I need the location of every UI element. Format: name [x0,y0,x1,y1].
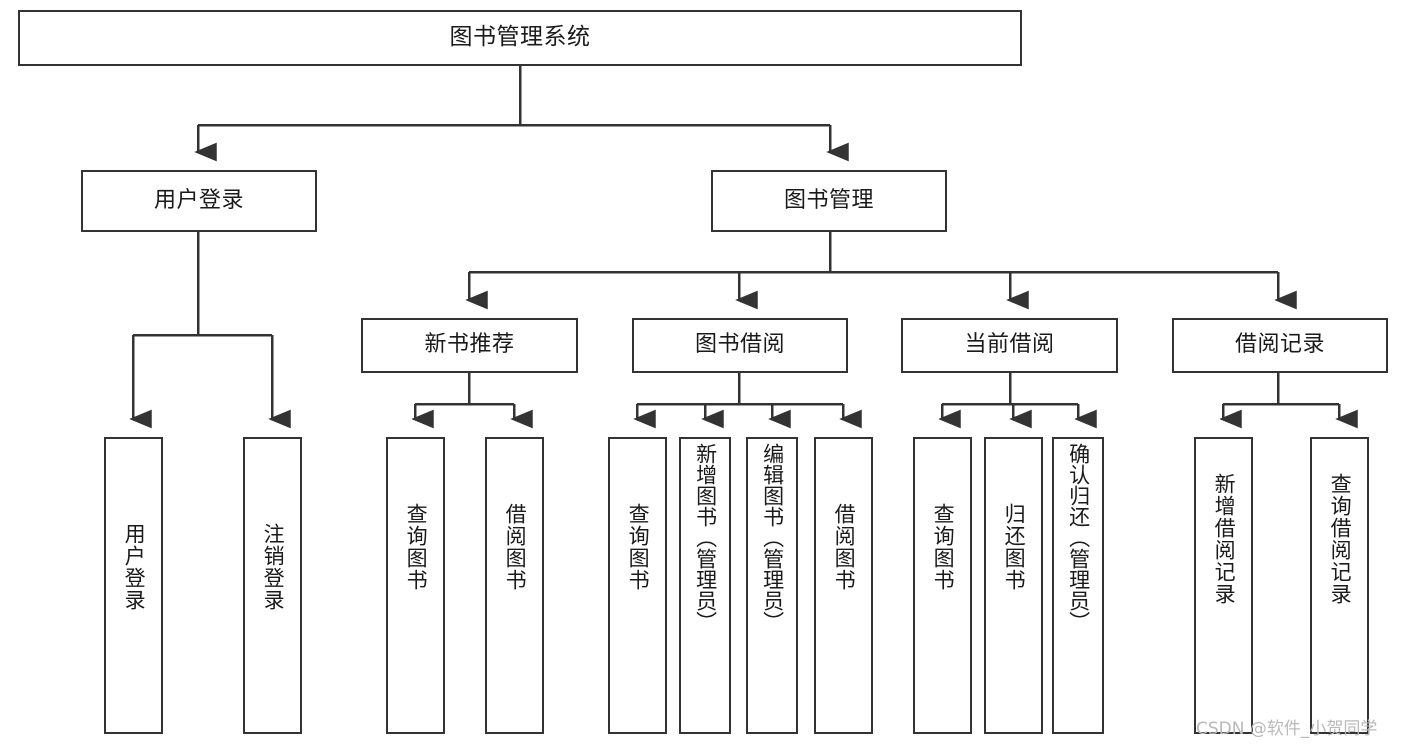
node-root-label: 图书管理系统 [449,24,591,51]
node-book-borrow[interactable]: 图书借阅 [632,318,848,373]
node-leaf-query-record-label: 查询借阅记录 [1328,473,1353,605]
node-book-manage[interactable]: 图书管理 [711,170,947,232]
node-leaf-confirm-return-label: 确认归还（管理员） [1066,443,1091,632]
node-leaf-query-book-rec[interactable]: 查询图书 [386,437,445,734]
node-leaf-query-book-c[interactable]: 查询图书 [913,437,972,734]
node-leaf-edit-book[interactable]: 编辑图书（管理员） [746,437,798,734]
node-book-manage-label: 图书管理 [783,187,874,213]
node-user-login[interactable]: 用户登录 [81,170,317,232]
node-leaf-borrow-book-rec[interactable]: 借阅图书 [485,437,544,734]
node-current-borrow-label: 当前借阅 [964,332,1055,358]
node-new-book-rec[interactable]: 新书推荐 [361,318,578,373]
node-leaf-query-book-c-label: 查询图书 [931,503,956,591]
node-user-login-label: 用户登录 [153,187,244,213]
node-current-borrow[interactable]: 当前借阅 [901,318,1118,373]
node-leaf-query-record[interactable]: 查询借阅记录 [1310,437,1369,734]
node-leaf-borrow-book-b[interactable]: 借阅图书 [814,437,873,734]
node-leaf-add-record[interactable]: 新增借阅记录 [1194,437,1253,734]
node-leaf-user-login-label: 用户登录 [122,523,147,611]
node-borrow-record[interactable]: 借阅记录 [1172,318,1388,373]
node-leaf-borrow-book-rec-label: 借阅图书 [503,503,528,591]
node-leaf-edit-book-label: 编辑图书（管理员） [760,443,785,632]
node-new-book-rec-label: 新书推荐 [424,332,515,358]
node-leaf-return-book-label: 归还图书 [1002,503,1027,591]
node-book-borrow-label: 图书借阅 [694,332,785,358]
node-leaf-user-login[interactable]: 用户登录 [104,437,163,734]
node-leaf-logout-label: 注销登录 [261,523,286,611]
node-leaf-add-record-label: 新增借阅记录 [1212,473,1237,605]
node-borrow-record-label: 借阅记录 [1234,332,1325,358]
node-leaf-query-book-b[interactable]: 查询图书 [608,437,667,734]
node-leaf-logout[interactable]: 注销登录 [243,437,302,734]
node-leaf-borrow-book-b-label: 借阅图书 [832,503,857,591]
node-leaf-query-book-rec-label: 查询图书 [404,503,429,591]
node-root[interactable]: 图书管理系统 [18,10,1022,66]
node-leaf-query-book-b-label: 查询图书 [626,503,651,591]
node-leaf-add-book-label: 新增图书（管理员） [693,443,718,632]
node-leaf-add-book[interactable]: 新增图书（管理员） [679,437,731,734]
node-leaf-return-book[interactable]: 归还图书 [984,437,1043,734]
node-leaf-confirm-return[interactable]: 确认归还（管理员） [1052,437,1104,734]
